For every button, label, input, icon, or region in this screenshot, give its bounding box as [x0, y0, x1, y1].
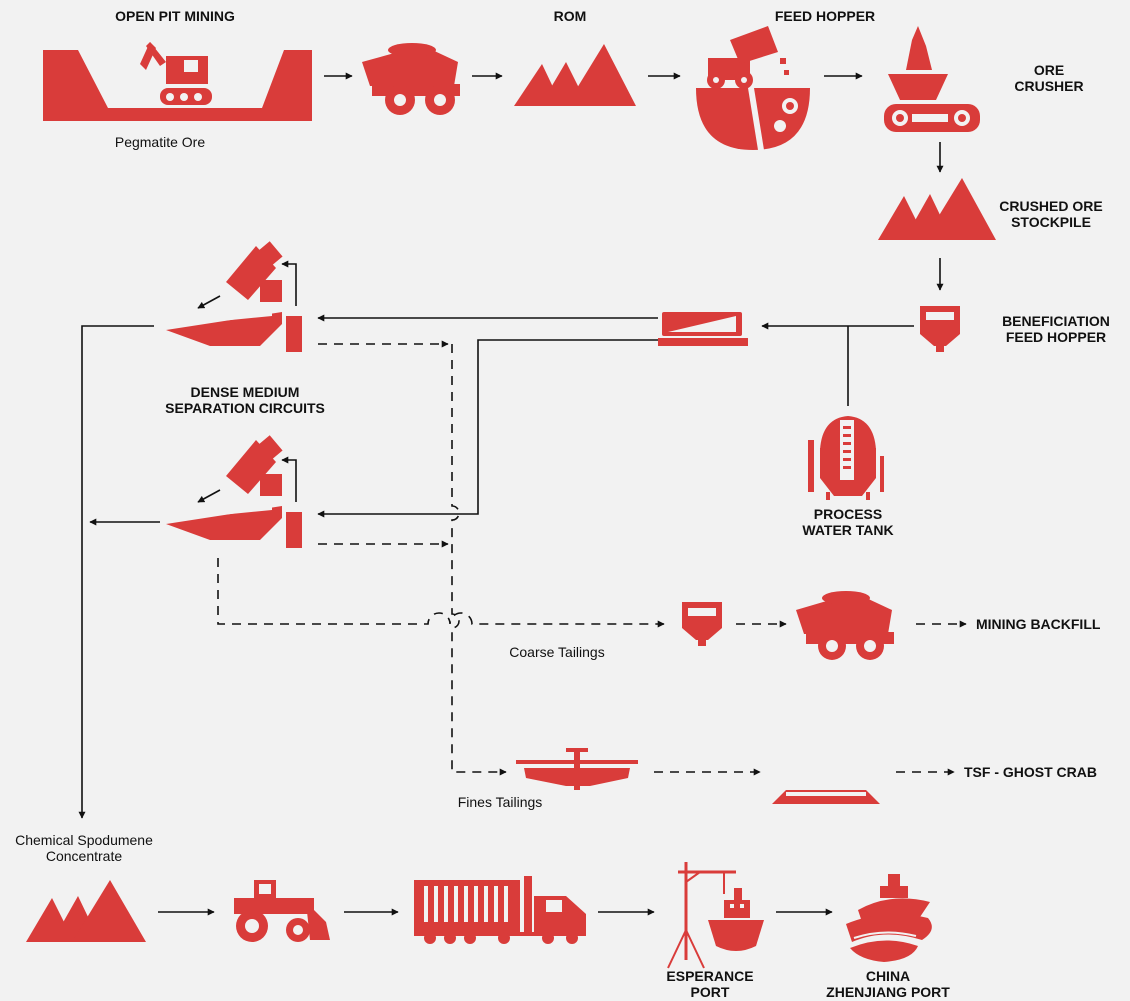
- label-process-water-tank: PROCESS WATER TANK: [802, 506, 894, 538]
- road-train-icon: [414, 876, 586, 944]
- crushed-ore-stockpile-icon: [878, 178, 996, 240]
- tailings-arrows: [217, 340, 967, 776]
- label-pegmatite-ore: Pegmatite Ore: [114, 134, 206, 150]
- label-open-pit-mining: OPEN PIT MINING: [115, 8, 235, 24]
- ship-icon: [846, 874, 932, 962]
- label-dense-medium-separation: DENSE MEDIUM SEPARATION CIRCUITS: [165, 384, 325, 416]
- fines-thickener-icon: [516, 748, 638, 790]
- label-beneficiation-feed-hopper: BENEFICIATION FEED HOPPER: [1002, 313, 1110, 345]
- label-coarse-tailings: Coarse Tailings: [509, 644, 605, 660]
- backfill-truck-icon: [796, 591, 894, 660]
- concentrate-stockpile-icon: [26, 880, 146, 942]
- label-tsf-ghost-crab: TSF - GHOST CRAB: [964, 764, 1097, 780]
- feed-hopper-icon: [696, 26, 810, 150]
- tsf-icon: [772, 790, 880, 804]
- flow-arrows: [78, 72, 944, 916]
- open-pit-excavator-icon: [43, 42, 312, 121]
- rom-stockpile-icon: [514, 44, 636, 106]
- haul-truck-icon: [362, 43, 460, 115]
- label-rom: ROM: [553, 8, 587, 24]
- front-end-loader-icon: [234, 880, 330, 942]
- label-ore-crusher: ORE CRUSHER: [1014, 62, 1084, 94]
- label-crushed-ore-stockpile: CRUSHED ORE STOCKPILE: [999, 198, 1103, 230]
- label-chemical-spodumene-concentrate: Chemical Spodumene Concentrate: [15, 832, 153, 864]
- dms-circuit-icon: [166, 435, 302, 548]
- screen-icon: [658, 312, 748, 346]
- label-mining-backfill: MINING BACKFILL: [976, 616, 1101, 632]
- label-fines-tailings: Fines Tailings: [457, 794, 543, 810]
- esperance-port-icon: [667, 862, 764, 969]
- label-esperance-port: ESPERANCE PORT: [666, 968, 754, 1000]
- dms-circuit-icon: [166, 241, 302, 352]
- label-china-zhenjiang-port: CHINA ZHENJIANG PORT: [826, 968, 950, 1000]
- beneficiation-hopper-icon: [920, 306, 960, 352]
- label-feed-hopper: FEED HOPPER: [774, 8, 876, 24]
- backfill-hopper-icon: [682, 602, 722, 646]
- process-water-tank-icon: [808, 416, 884, 500]
- ore-crusher-icon: [884, 26, 980, 132]
